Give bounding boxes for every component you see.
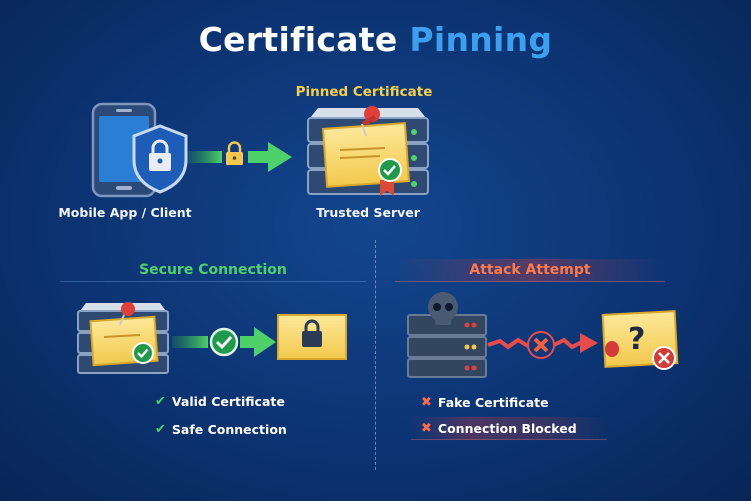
x-icon: ✖ (421, 420, 432, 436)
section-divider (375, 240, 376, 470)
connection-arrow (188, 141, 292, 172)
attack-arrow (487, 331, 598, 359)
phone-icon (91, 102, 157, 198)
title-part2: Pinning (409, 20, 553, 59)
bug-icon (605, 341, 619, 357)
list-item-label: Fake Certificate (437, 394, 549, 410)
bottom-illustration: ? (77, 292, 679, 378)
svg-text:?: ? (628, 322, 645, 357)
client-label: Mobile App / Client (58, 205, 192, 220)
server-label: Trusted Server (316, 205, 420, 220)
list-item-label: Valid Certificate (171, 393, 285, 409)
check-icon: ✔ (155, 393, 166, 409)
list-item: ✖ Connection Blocked (411, 417, 607, 440)
attack-attempt-heading: Attack Attempt (395, 259, 665, 282)
list-item-label: Connection Blocked (437, 420, 577, 436)
fake-certificate-icon: ? (601, 310, 679, 370)
list-item-label: Safe Connection (171, 421, 287, 437)
trusted-server-icon (307, 106, 429, 196)
pinned-certificate-label: Pinned Certificate (295, 84, 433, 100)
valid-certificate-icon (277, 314, 347, 360)
pinned-server-icon (77, 302, 169, 374)
x-icon: ✖ (421, 394, 432, 410)
list-item: ✔ Safe Connection (155, 418, 287, 440)
list-item: ✔ Valid Certificate (155, 390, 285, 412)
check-icon: ✔ (155, 421, 166, 437)
top-illustration (91, 102, 429, 198)
page-title: Certificate Pinning (0, 20, 751, 59)
valid-arrow (172, 327, 276, 357)
title-part1: Certificate (198, 20, 398, 59)
list-item: ✖ Fake Certificate (421, 391, 549, 413)
malicious-server-icon (407, 292, 487, 378)
secure-connection-heading: Secure Connection (60, 259, 366, 282)
shield-lock-icon (132, 124, 188, 194)
